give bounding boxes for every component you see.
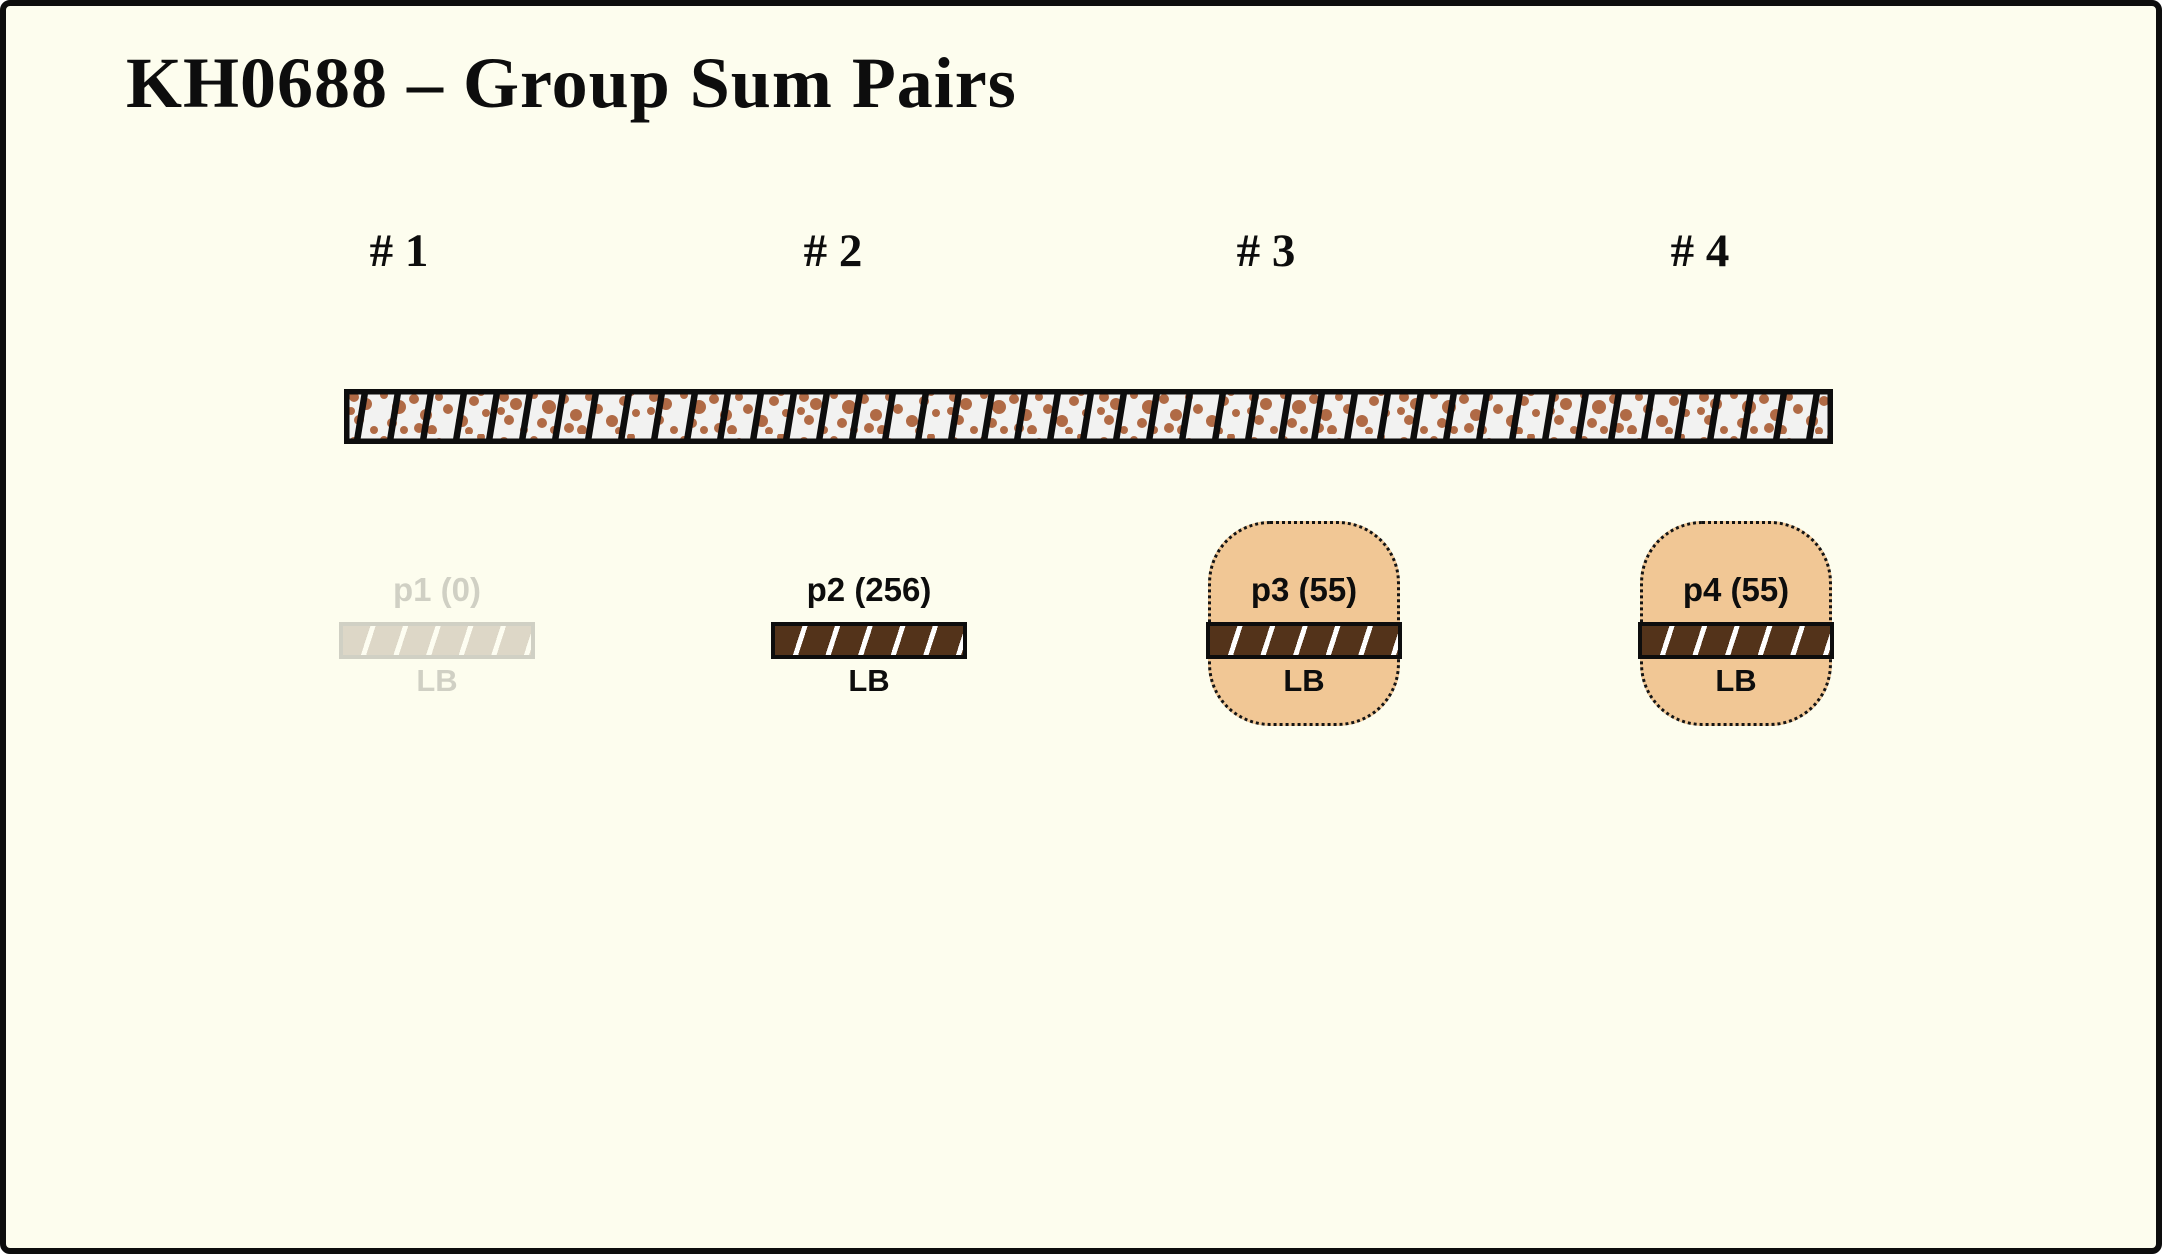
striped-bar <box>771 622 967 659</box>
striped-bar <box>1206 622 1402 659</box>
column-header-1: # 1 <box>369 225 429 277</box>
pair-label: p3 (55) <box>1250 571 1358 608</box>
striped-bar <box>1638 622 1834 659</box>
pair-sublabel: LB <box>1715 663 1757 698</box>
striped-bar <box>339 622 535 659</box>
column-header-2: # 2 <box>803 225 863 277</box>
pair-item-p1[interactable]: p1 (0) LB <box>332 521 542 726</box>
speckled-hatch-bar <box>344 389 1833 444</box>
pair-item-p3[interactable]: p3 (55) LB <box>1199 521 1409 726</box>
pair-sublabel: LB <box>848 663 890 698</box>
pair-label: p4 (55) <box>1682 571 1790 608</box>
page-title: KH0688 – Group Sum Pairs <box>126 43 1017 123</box>
column-header-3: # 3 <box>1236 225 1296 277</box>
column-header-4: # 4 <box>1670 225 1730 277</box>
pair-item-p2[interactable]: p2 (256) LB <box>764 521 974 726</box>
pair-label: p2 (256) <box>806 571 932 608</box>
pair-sublabel: LB <box>1283 663 1325 698</box>
pair-item-p4[interactable]: p4 (55) LB <box>1631 521 1841 726</box>
pair-sublabel: LB <box>416 663 458 698</box>
pair-label: p1 (0) <box>392 571 481 608</box>
